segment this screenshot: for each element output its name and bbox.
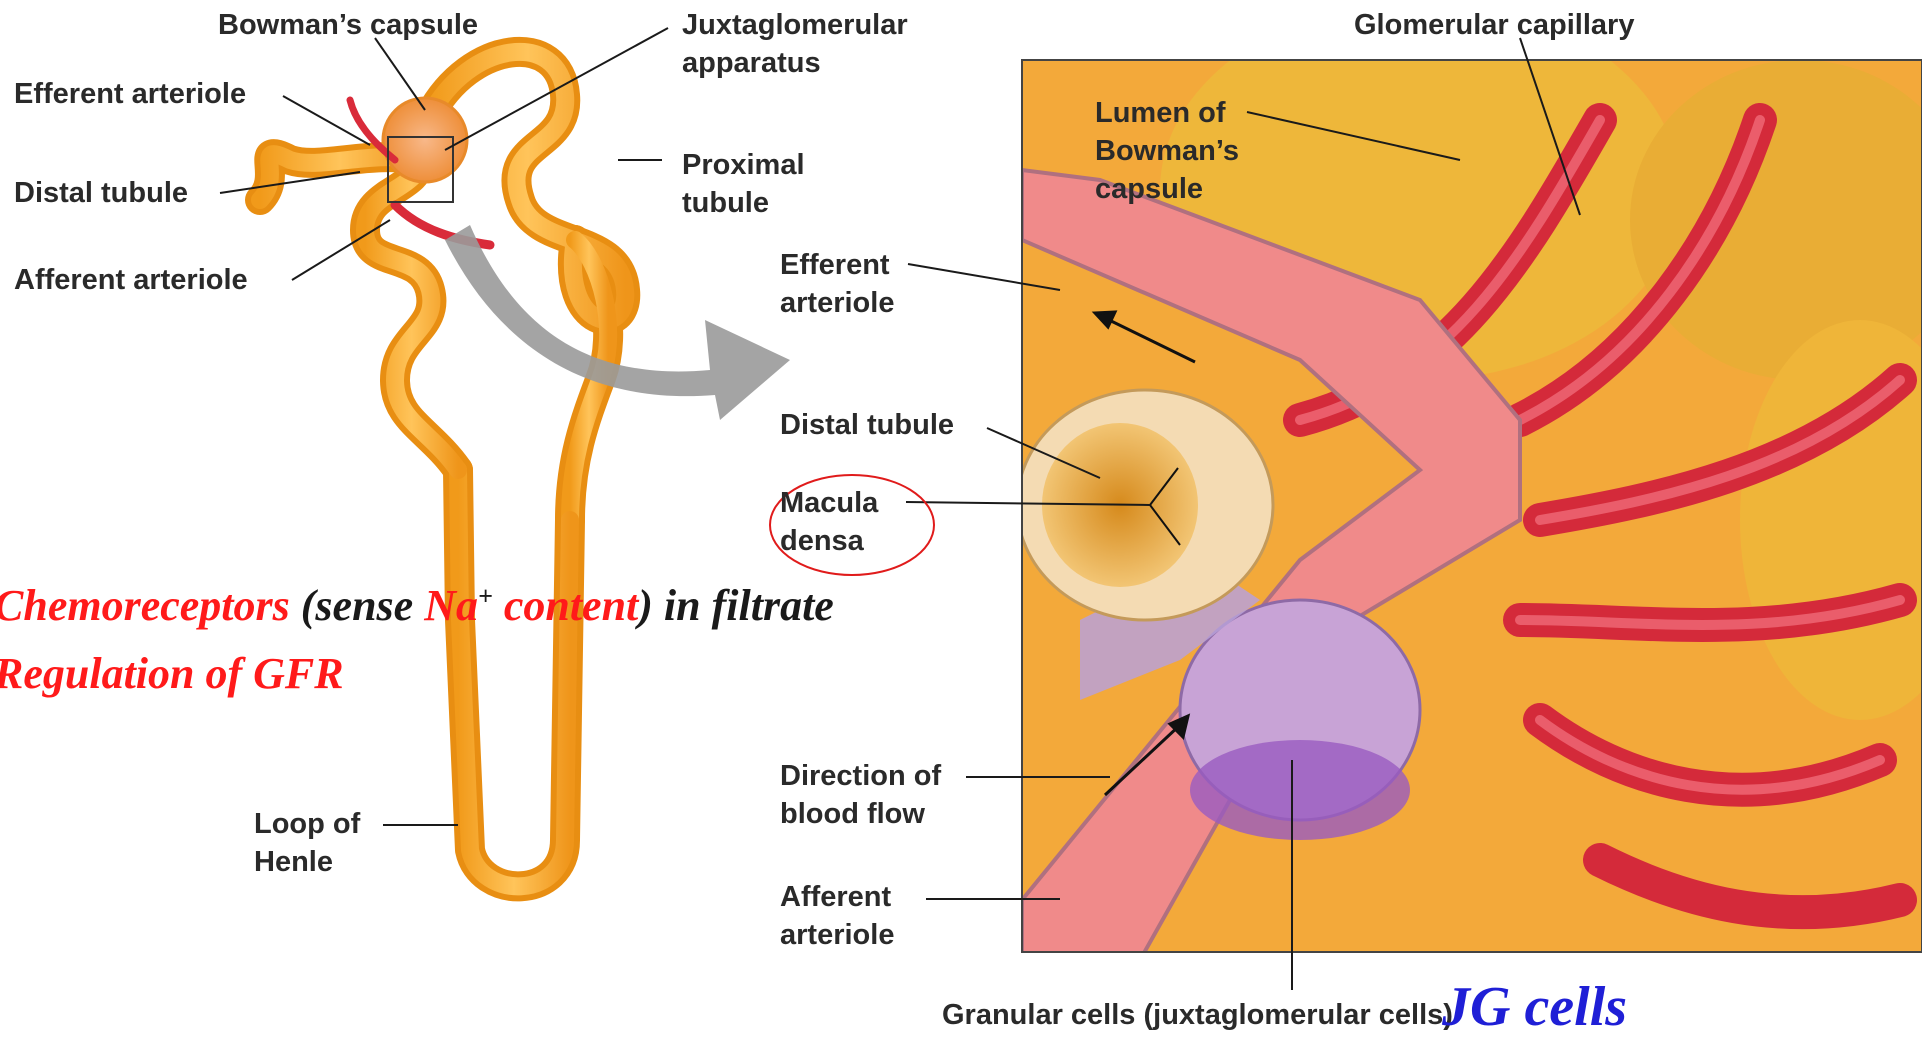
label-direction-line1: Direction of [780, 757, 941, 795]
label-distal-tubule-right: Distal tubule [780, 406, 954, 444]
label-afferent-right-line1: Afferent [780, 878, 894, 916]
label-direction-line2: blood flow [780, 795, 941, 833]
label-proximal-line2: tubule [682, 184, 805, 222]
label-juxtaglomerular-apparatus: Juxtaglomerular apparatus [682, 6, 908, 82]
label-granular-cells: Granular cells (juxtaglomerular cells) [942, 996, 1453, 1034]
annotation-jg-cells: JG cells [1442, 975, 1627, 1039]
label-glomerular-capillary: Glomerular capillary [1354, 6, 1634, 44]
annotation-chemoreceptors: Chemoreceptors (sense Na+ content) in fi… [0, 580, 834, 631]
label-afferent-arteriole-left: Afferent arteriole [14, 261, 248, 299]
label-macula-line2: densa [780, 522, 878, 560]
nephron-illustration [260, 52, 625, 886]
label-loop-line2: Henle [254, 843, 360, 881]
label-efferent-arteriole-right: Efferent arteriole [780, 246, 894, 322]
label-distal-tubule-left: Distal tubule [14, 174, 188, 212]
label-lumen-line3: capsule [1095, 170, 1239, 208]
label-loop-of-henle: Loop of Henle [254, 805, 360, 881]
label-juxtaglomerular-line1: Juxtaglomerular [682, 6, 908, 44]
annotation-chemo-filtrate: ) in filtrate [638, 581, 834, 630]
label-lumen-bowmans-capsule: Lumen of Bowman’s capsule [1095, 94, 1239, 208]
label-proximal-tubule: Proximal tubule [682, 146, 805, 222]
label-proximal-line1: Proximal [682, 146, 805, 184]
annotation-chemo-sup: + [478, 581, 493, 610]
annotation-chemo-na: Na [424, 581, 478, 630]
label-macula-densa: Macula densa [780, 484, 878, 560]
label-lumen-line1: Lumen of [1095, 94, 1239, 132]
label-loop-line1: Loop of [254, 805, 360, 843]
label-efferent-right-line1: Efferent [780, 246, 894, 284]
label-direction-of-blood-flow: Direction of blood flow [780, 757, 941, 833]
label-juxtaglomerular-line2: apparatus [682, 44, 908, 82]
annotation-regulation-gfr: Regulation of GFR [0, 648, 344, 699]
label-efferent-arteriole-left: Efferent arteriole [14, 75, 246, 113]
label-afferent-right-line2: arteriole [780, 916, 894, 954]
label-afferent-arteriole-right: Afferent arteriole [780, 878, 894, 954]
annotation-chemo-sense: (sense [290, 581, 424, 630]
label-lumen-line2: Bowman’s [1095, 132, 1239, 170]
annotation-chemo-content: content [493, 581, 638, 630]
label-efferent-right-line2: arteriole [780, 284, 894, 322]
label-bowmans-capsule: Bowman’s capsule [218, 6, 478, 44]
annotation-chemo-word: Chemoreceptors [0, 581, 290, 630]
label-macula-line1: Macula [780, 484, 878, 522]
